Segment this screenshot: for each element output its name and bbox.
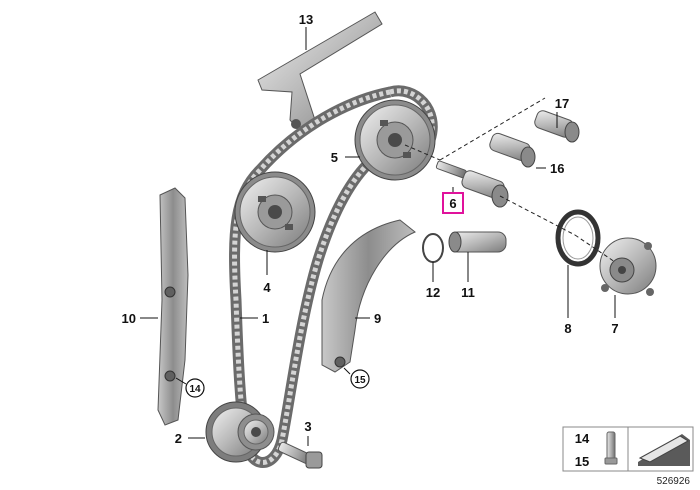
central-valve [435,160,509,208]
control-valve-17 [534,110,580,143]
tensioner-rail [157,187,189,426]
highlighted-part-6: 6 [442,192,464,214]
crankshaft-sprocket [205,401,275,463]
camshaft-sprocket-upper [354,99,436,181]
label-part-9: 9 [374,311,381,326]
label-part-3: 3 [304,419,311,434]
control-valve-16 [489,132,536,168]
callout-14-text: 14 [189,384,201,395]
guide-rail [321,219,416,373]
callout-14: 14 [185,378,205,398]
label-part-16: 16 [550,161,564,176]
callout-15-text: 15 [354,375,366,386]
sealing-ring [555,209,601,267]
legend-box: 14 15 [562,426,694,472]
camshaft-sprocket-left [234,171,316,253]
callout-15: 15 [350,369,370,389]
bolt [277,441,323,469]
diagram-id: 526926 [657,476,691,487]
label-part-12: 12 [426,285,440,300]
label-part-6: 6 [449,196,456,211]
part-labels: 13 5 17 16 4 1 10 9 12 11 8 7 2 3 [122,12,619,446]
label-part-10: 10 [122,311,136,326]
tensioner-piston [448,231,507,253]
leader-lines [140,27,616,446]
legend-pin-icon [604,431,618,465]
label-part-8: 8 [564,321,571,336]
cover-unit [599,237,657,296]
label-part-13: 13 [299,12,313,27]
o-ring [422,233,444,263]
label-part-2: 2 [175,431,182,446]
legend-label-15: 15 [575,454,589,469]
label-part-5: 5 [331,150,338,165]
label-part-17: 17 [555,96,569,111]
label-part-7: 7 [611,321,618,336]
label-part-11: 11 [461,285,475,300]
legend-label-14: 14 [575,431,590,446]
alignment-lines [404,97,616,263]
label-part-4: 4 [263,280,271,295]
legend-rail-icon [638,434,690,466]
label-part-1: 1 [262,311,269,326]
